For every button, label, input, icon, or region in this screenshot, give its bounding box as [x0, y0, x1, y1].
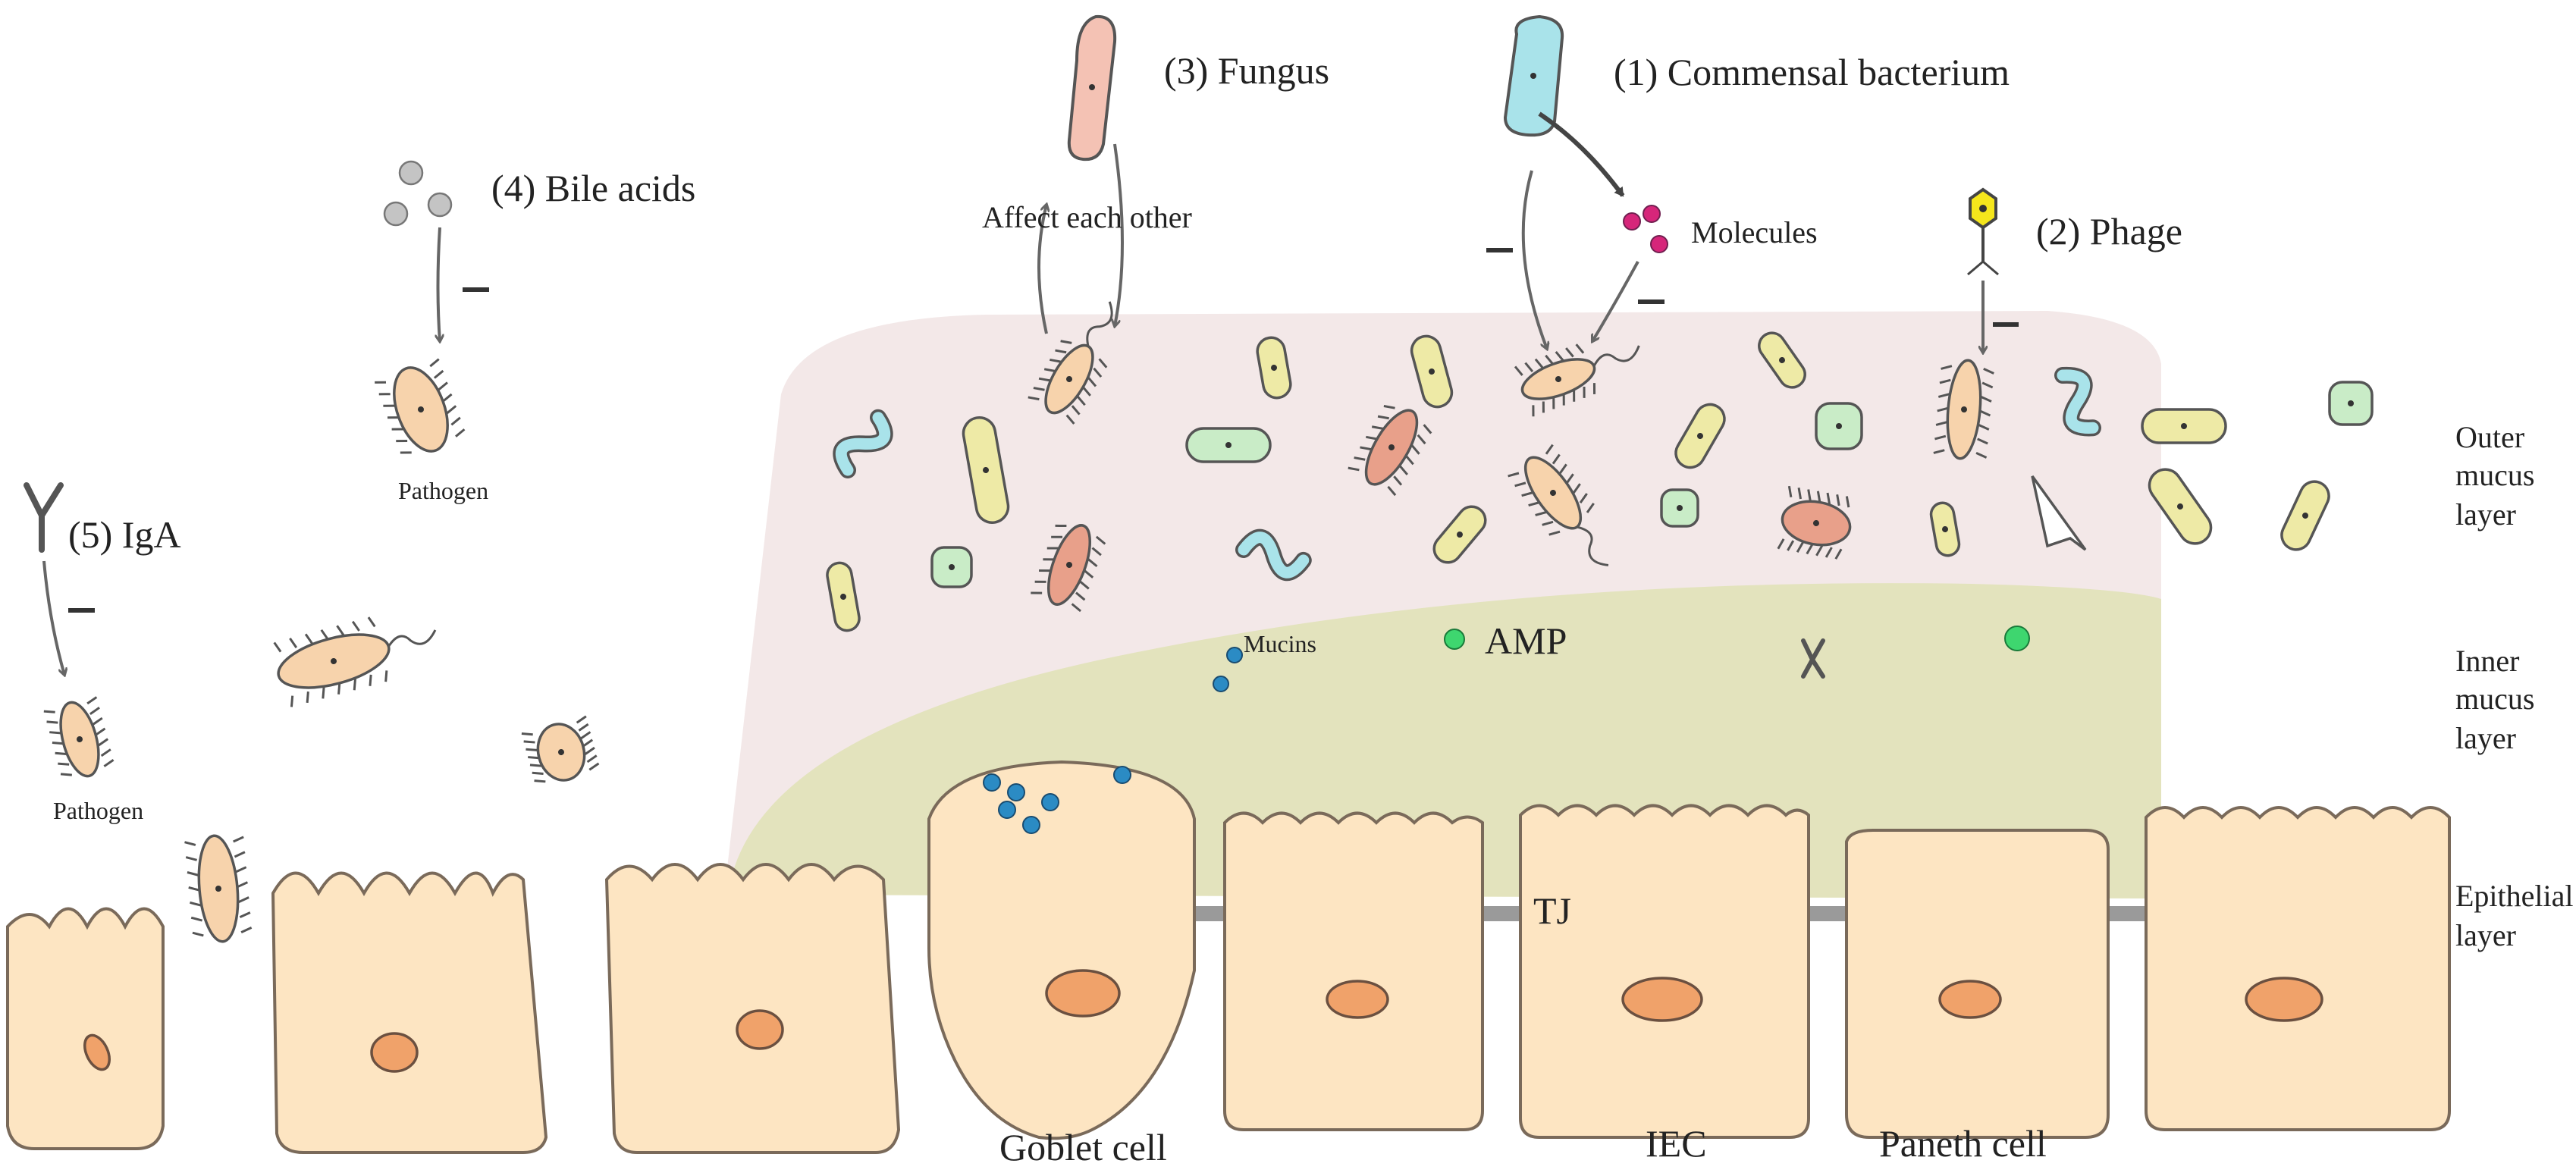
- molecule-dots: [1623, 205, 1668, 253]
- arrow-bile-pathogen: [438, 227, 441, 341]
- iec-cell-1: [1223, 811, 1484, 1131]
- label-molecules: Molecules: [1691, 215, 1818, 249]
- bacterium-icon: [273, 616, 437, 707]
- bacterium-icon: [43, 696, 115, 778]
- svg-text:layer: layer: [2455, 918, 2516, 952]
- arrow-commensal-molecules: [1538, 111, 1625, 197]
- phage-icon: [1967, 187, 1999, 276]
- amp-dots: [1444, 626, 2030, 651]
- svg-text:mucus: mucus: [2455, 458, 2534, 492]
- bacterium-icon: [2328, 381, 2374, 426]
- tight-junctions: [1191, 906, 2146, 921]
- label-tj: TJ: [1533, 889, 1571, 932]
- epithelial-cell-3: [604, 863, 901, 1154]
- arrow-commensal-bacteria: [1521, 170, 1547, 349]
- bacterium-icon: [1929, 501, 1961, 557]
- spirochete-icon: [833, 409, 893, 478]
- bacterium-icon: [1777, 485, 1852, 560]
- paneth-cell: [1845, 829, 2110, 1139]
- bacterium-icon: [521, 715, 600, 783]
- svg-text:Inner: Inner: [2455, 644, 2519, 678]
- bacterium-icon: [1031, 524, 1106, 613]
- arrow-bacteria-fungus: [1037, 205, 1046, 334]
- epithelial-cell-2: [271, 871, 548, 1154]
- bacterium-icon: [1432, 505, 1487, 564]
- label-paneth-cell: Paneth cell: [1879, 1122, 2047, 1165]
- label-amp: AMP: [1485, 619, 1567, 662]
- label-fungus: (3) Fungus: [1164, 49, 1329, 92]
- svg-text:layer: layer: [2455, 721, 2516, 755]
- label-iec: IEC: [1646, 1122, 1707, 1165]
- bacterium-icon: [2148, 468, 2213, 545]
- label-mucins: Mucins: [1244, 630, 1316, 657]
- bacterium-icon: [962, 416, 1010, 525]
- svg-text:mucus: mucus: [2455, 682, 2534, 716]
- label-inner-mucus-layer: Inner mucus layer: [2455, 644, 2534, 755]
- bacterium-icon: [1660, 488, 1699, 528]
- iec-cell-2: [1519, 804, 1810, 1139]
- bacterium-icon: [1410, 334, 1454, 409]
- bacterium-icon: [1028, 301, 1113, 425]
- svg-text:layer: layer: [2455, 497, 2516, 532]
- commensal-bacterium-icon: [1503, 14, 1564, 137]
- svg-text:Outer: Outer: [2455, 420, 2524, 454]
- bacterium-icon: [1508, 444, 1609, 566]
- label-phage: (2) Phage: [2036, 210, 2182, 252]
- label-outer-mucus-layer: Outer mucus layer: [2455, 420, 2534, 532]
- epithelial-cell-1: [6, 907, 165, 1150]
- gut-microbiota: [826, 331, 2374, 632]
- spirochete-icon: [2054, 366, 2101, 437]
- label-iga: (5) IgA: [68, 513, 181, 556]
- label-bile-acids: (4) Bile acids: [491, 167, 695, 209]
- label-goblet-cell: Goblet cell: [999, 1126, 1167, 1168]
- bile-acid-dots: [383, 160, 453, 227]
- bacterium-icon: [930, 546, 973, 588]
- fungus-icon: [1067, 14, 1117, 162]
- bacterium-icon: [826, 561, 861, 632]
- iec-cell-3: [2145, 806, 2451, 1131]
- arrow-iga-pathogen: [42, 560, 64, 675]
- antibody-icon: [24, 482, 64, 553]
- bacterium-icon: [1815, 402, 1863, 450]
- arrow-fungus-bacteria: [1115, 143, 1124, 326]
- bacterium-icon: [375, 358, 466, 454]
- goblet-cell: [927, 760, 1196, 1140]
- bacterium-icon: [1256, 336, 1292, 400]
- mucin-granules: [983, 647, 1243, 834]
- label-epithelial-layer: Epithelial layer: [2455, 879, 2574, 952]
- bacterium-icon: [1185, 427, 1272, 463]
- label-pathogen-left: Pathogen: [53, 797, 143, 824]
- label-commensal: (1) Commensal bacterium: [1614, 51, 2010, 93]
- bacterium-icon: [1758, 331, 1806, 389]
- bacterium-icon: [1514, 343, 1640, 417]
- label-pathogen-top: Pathogen: [398, 477, 488, 504]
- arrow-molecules-bacteria: [1592, 261, 1639, 341]
- bacterium-icon: [2141, 408, 2227, 444]
- antibody-icon-small: [1801, 638, 1825, 679]
- label-affect-each-other: Affect each other: [982, 200, 1192, 234]
- bacterium-icon: [184, 834, 253, 943]
- fungal-hypha-icon: [2031, 475, 2087, 551]
- bacterium-icon: [1674, 403, 1726, 469]
- bacterium-icon: [2280, 480, 2330, 551]
- bacterium-icon: [1933, 359, 1994, 460]
- spirochete-icon: [1235, 528, 1312, 582]
- svg-text:Epithelial: Epithelial: [2455, 879, 2574, 913]
- pathogen-bacteria: [43, 301, 1994, 943]
- bacterium-icon: [1348, 405, 1432, 497]
